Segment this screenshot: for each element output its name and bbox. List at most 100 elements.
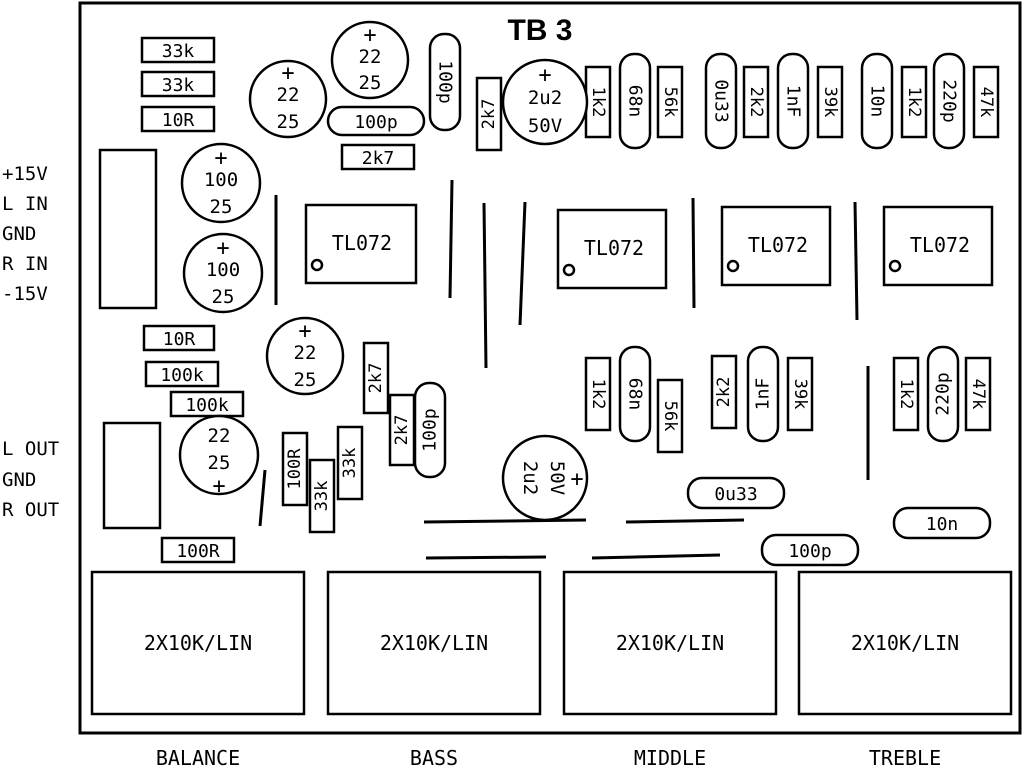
pin-label-plus15v: +15V bbox=[2, 163, 48, 185]
svg-text:100R: 100R bbox=[285, 448, 305, 490]
svg-text:56k: 56k bbox=[660, 401, 680, 432]
svg-text:+: + bbox=[281, 61, 294, 86]
resistor: 2k7 bbox=[362, 341, 390, 415]
film-capacitor: 220p bbox=[926, 345, 960, 443]
resistor: 1k2 bbox=[892, 356, 920, 432]
svg-text:+: + bbox=[212, 474, 225, 499]
svg-text:TL072: TL072 bbox=[332, 231, 392, 255]
svg-text:100: 100 bbox=[204, 169, 238, 191]
svg-text:1k2: 1k2 bbox=[896, 379, 916, 410]
svg-text:220p: 220p bbox=[939, 79, 960, 122]
caption-bass: BASS bbox=[410, 746, 458, 768]
resistor: 47k bbox=[964, 356, 992, 432]
svg-text:2X10K/LIN: 2X10K/LIN bbox=[144, 631, 252, 655]
svg-text:39k: 39k bbox=[820, 87, 840, 118]
svg-text:22: 22 bbox=[208, 425, 231, 447]
resistor: 33k bbox=[140, 70, 216, 98]
svg-text:TL072: TL072 bbox=[584, 236, 644, 260]
svg-text:+: + bbox=[538, 63, 551, 88]
svg-text:39k: 39k bbox=[790, 379, 810, 410]
film-capacitor: 100p bbox=[326, 105, 426, 137]
svg-text:2k7: 2k7 bbox=[479, 99, 499, 130]
svg-text:2u2: 2u2 bbox=[519, 461, 541, 495]
svg-text:0u33: 0u33 bbox=[711, 79, 732, 122]
svg-text:47k: 47k bbox=[976, 87, 996, 118]
svg-text:2X10K/LIN: 2X10K/LIN bbox=[380, 631, 488, 655]
svg-text:1k2: 1k2 bbox=[588, 87, 608, 118]
svg-text:2X10K/LIN: 2X10K/LIN bbox=[616, 631, 724, 655]
caption-balance: BALANCE bbox=[156, 746, 240, 768]
film-capacitor: 100p bbox=[760, 533, 860, 567]
svg-text:+: + bbox=[214, 146, 227, 171]
svg-text:25: 25 bbox=[294, 369, 317, 391]
svg-text:2k7: 2k7 bbox=[366, 363, 386, 394]
potentiometer-middle: 2X10K/LIN bbox=[562, 570, 778, 716]
resistor: 33k bbox=[336, 425, 364, 501]
film-capacitor: 100p bbox=[428, 32, 462, 132]
svg-text:1nF: 1nF bbox=[753, 378, 774, 411]
svg-text:33k: 33k bbox=[312, 481, 332, 512]
svg-text:TL072: TL072 bbox=[748, 233, 808, 257]
svg-text:+: + bbox=[298, 319, 311, 344]
svg-text:100p: 100p bbox=[788, 541, 831, 562]
svg-text:22: 22 bbox=[294, 342, 317, 364]
svg-text:47k: 47k bbox=[968, 379, 988, 410]
svg-text:100k: 100k bbox=[185, 395, 229, 416]
svg-text:1nF: 1nF bbox=[783, 85, 804, 118]
svg-text:220p: 220p bbox=[933, 372, 954, 415]
film-capacitor: 68n bbox=[618, 345, 652, 443]
film-capacitor: 0u33 bbox=[686, 476, 786, 510]
svg-text:25: 25 bbox=[277, 111, 300, 133]
pin-label-gnd-in: GND bbox=[2, 223, 36, 245]
svg-text:22: 22 bbox=[277, 84, 300, 106]
svg-text:100p: 100p bbox=[420, 408, 441, 451]
resistor: 33k bbox=[308, 458, 336, 534]
board-title: TB 3 bbox=[507, 14, 572, 47]
resistor: 56k bbox=[656, 65, 684, 139]
electrolytic-capacitor: + 100 25 bbox=[180, 142, 262, 224]
svg-text:56k: 56k bbox=[660, 87, 680, 118]
svg-text:33k: 33k bbox=[162, 41, 195, 62]
film-capacitor: 1nF bbox=[746, 345, 780, 443]
resistor: 2k7 bbox=[340, 143, 416, 171]
input-connector-labels: +15V L IN GND R IN -15V bbox=[2, 163, 48, 305]
resistor: 100k bbox=[169, 390, 245, 418]
electrolytic-capacitor: + 2u2 50V bbox=[501, 58, 589, 146]
resistor: 2k7 bbox=[475, 76, 503, 152]
resistor: 10R bbox=[140, 105, 216, 133]
film-capacitor: 220p bbox=[932, 52, 966, 150]
electrolytic-capacitor: + 22 25 bbox=[265, 316, 345, 396]
resistor: 100R bbox=[281, 431, 309, 507]
film-capacitor: 68n bbox=[618, 52, 652, 150]
svg-text:22: 22 bbox=[359, 46, 382, 68]
potentiometer-bass: 2X10K/LIN bbox=[326, 570, 542, 716]
svg-text:100R: 100R bbox=[176, 541, 220, 562]
caption-middle: MIDDLE bbox=[634, 746, 706, 768]
output-connector-labels: L OUT GND R OUT bbox=[2, 438, 59, 521]
resistor: 39k bbox=[786, 356, 814, 432]
svg-text:2k7: 2k7 bbox=[362, 148, 395, 169]
resistor: 1k2 bbox=[584, 65, 612, 139]
svg-text:50V: 50V bbox=[528, 115, 562, 137]
film-capacitor: 10n bbox=[860, 52, 894, 150]
pin-label-l-in: L IN bbox=[2, 193, 48, 215]
pin-label-minus15v: -15V bbox=[2, 283, 48, 305]
ic-chip: TL072 bbox=[882, 205, 994, 287]
film-capacitor: 10n bbox=[892, 506, 992, 540]
svg-text:100k: 100k bbox=[160, 365, 204, 386]
resistor: 2k7 bbox=[388, 393, 416, 467]
output-connector bbox=[102, 421, 162, 530]
svg-text:33k: 33k bbox=[340, 448, 360, 479]
svg-text:25: 25 bbox=[208, 452, 231, 474]
svg-text:+: + bbox=[363, 23, 376, 48]
resistor: 1k2 bbox=[900, 65, 928, 139]
svg-text:68n: 68n bbox=[625, 85, 646, 118]
resistor: 39k bbox=[816, 65, 844, 139]
resistor: 10R bbox=[142, 324, 216, 352]
svg-text:TL072: TL072 bbox=[910, 233, 970, 257]
svg-text:10n: 10n bbox=[926, 514, 959, 535]
resistor: 100R bbox=[160, 536, 236, 564]
svg-text:1k2: 1k2 bbox=[904, 87, 924, 118]
svg-text:+: + bbox=[570, 467, 583, 492]
resistor: 33k bbox=[140, 36, 216, 64]
